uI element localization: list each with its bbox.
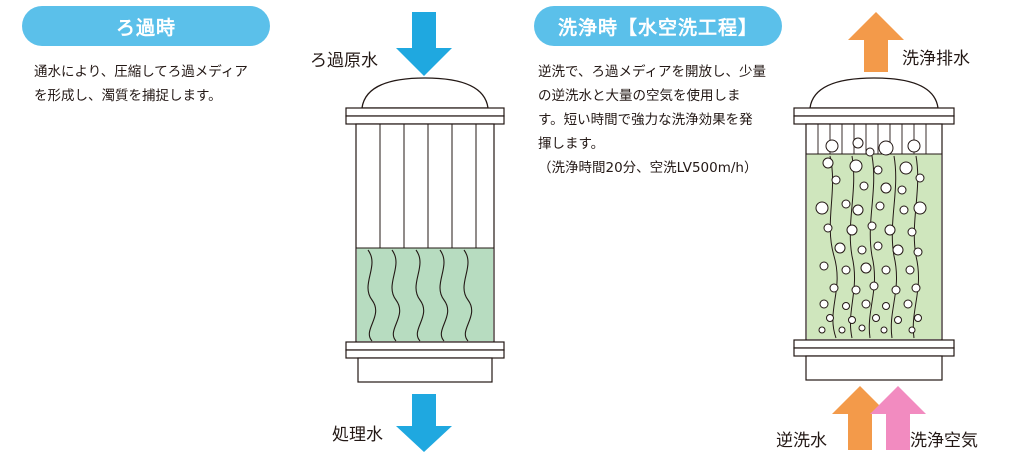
right-wavy-strands xyxy=(829,155,919,339)
left-bottom-flange xyxy=(345,341,505,351)
right-bottom-flange-2 xyxy=(793,347,955,357)
inlet-label: ろ過原水 xyxy=(310,51,378,71)
inlet-arrow-icon xyxy=(396,12,452,76)
washing-title: 洗浄時【水空洗工程】 xyxy=(534,6,782,46)
outlet-arrow-icon xyxy=(396,394,452,452)
air-arrow-icon xyxy=(870,386,926,450)
left-bottom-flange-2 xyxy=(345,349,505,359)
right-top-flange-2 xyxy=(793,115,955,125)
outlet-label: 処理水 xyxy=(332,425,383,445)
backwash-label: 逆洗水 xyxy=(776,431,827,451)
left-wavy-media xyxy=(367,249,473,342)
right-dome xyxy=(809,77,939,109)
backwash-arrow-icon xyxy=(832,386,888,450)
left-strands xyxy=(379,124,477,248)
left-compressed-media xyxy=(357,248,493,341)
left-dome xyxy=(361,77,489,109)
right-base xyxy=(805,355,943,381)
left-base xyxy=(357,357,493,383)
left-top-flange-2 xyxy=(345,115,505,125)
right-top-flange xyxy=(793,107,955,117)
washing-description: 逆洗で、ろ過メディアを開放し、少量 の逆洗水と大量の空気を使用しま す。短い時間… xyxy=(538,64,767,176)
filtration-title: ろ過時 xyxy=(22,6,270,46)
drain-arrow-icon xyxy=(848,12,904,72)
right-strainer xyxy=(817,124,927,154)
filtration-description: 通水により、圧縮してろ過メディア を形成し、濁質を捕捉します。 xyxy=(34,64,248,104)
drain-label: 洗浄排水 xyxy=(902,49,970,69)
right-bottom-flange xyxy=(793,339,955,349)
air-bubbles xyxy=(815,137,927,334)
air-label: 洗浄空気 xyxy=(910,431,978,451)
left-top-flange xyxy=(345,107,505,117)
